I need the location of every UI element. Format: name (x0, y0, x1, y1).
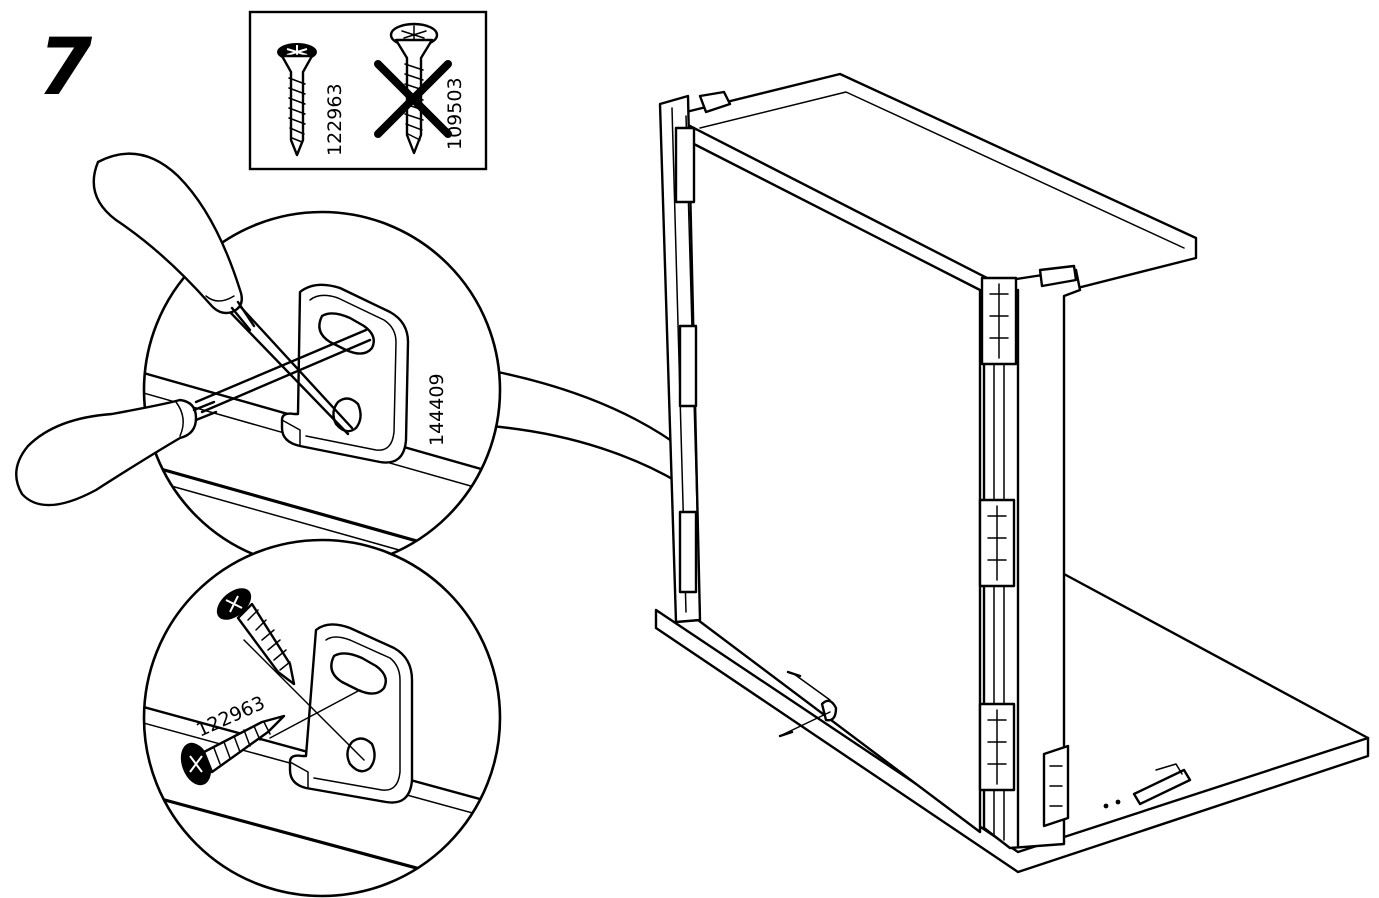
hinge (978, 498, 1016, 588)
step-number: 7 (38, 23, 93, 113)
bracket (280, 283, 410, 464)
cross-out-icon (374, 60, 452, 138)
screwdriver-icon (92, 152, 256, 332)
cabinet (654, 72, 1370, 874)
screw-icon (216, 588, 296, 686)
screwdriver-icon (15, 398, 218, 507)
bracket (288, 623, 414, 804)
bracket (820, 699, 838, 722)
detail-circle-bottom: 122963 (142, 538, 502, 898)
screw-icon (180, 714, 286, 786)
bracket (1132, 763, 1192, 806)
hinge (978, 702, 1016, 792)
bracket (1042, 744, 1070, 828)
bracket-part-number: 144409 (426, 373, 448, 446)
hinge (980, 276, 1018, 366)
hinge (674, 126, 698, 594)
allowed-screw-part-number: 122963 (324, 83, 346, 156)
parts-box: 122963 109503 (248, 10, 488, 171)
screw-icon (277, 43, 317, 157)
forbidden-screw-part-number: 109503 (444, 77, 466, 150)
